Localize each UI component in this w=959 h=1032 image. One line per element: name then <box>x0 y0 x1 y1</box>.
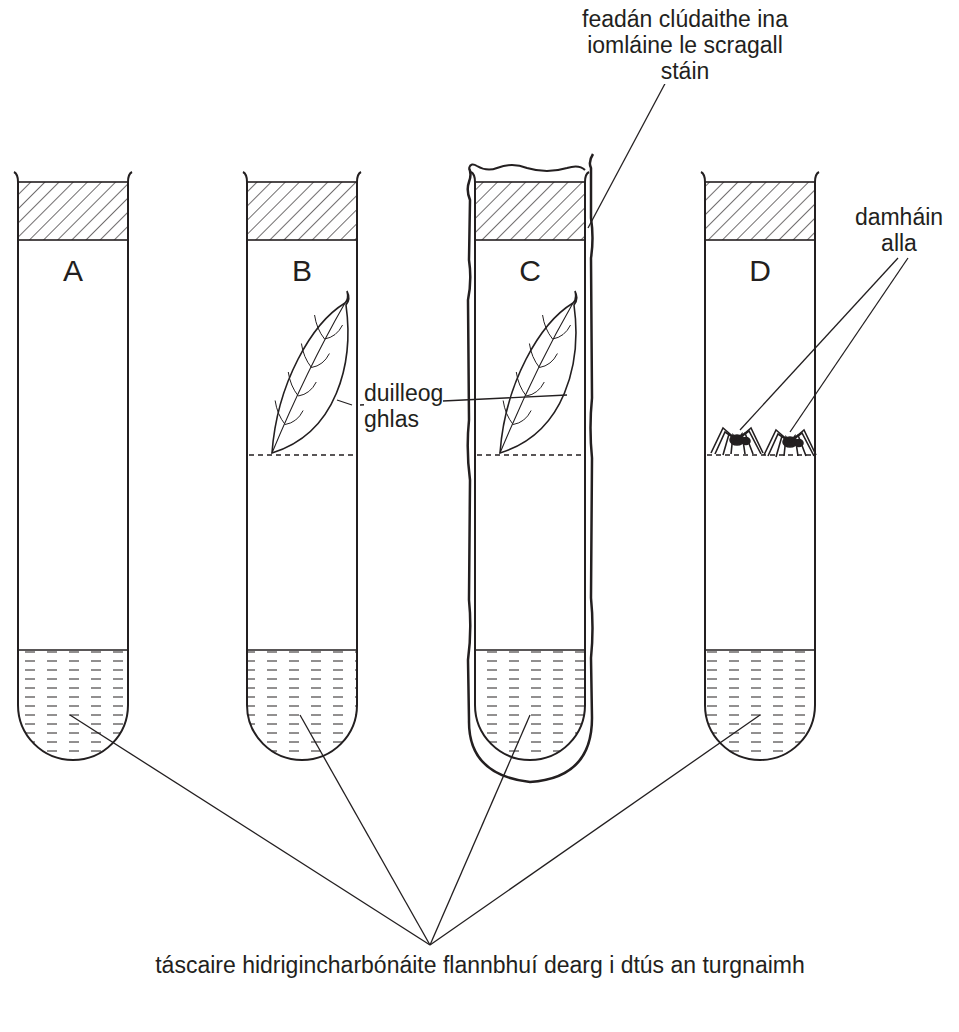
foil-label: feadán clúdaithe ina iomláine le scragal… <box>582 6 788 84</box>
drawing-part <box>790 435 806 456</box>
drawing-part <box>768 434 790 456</box>
drawing-part <box>247 649 357 651</box>
drawing-part <box>737 434 745 454</box>
drawing-part <box>285 411 303 425</box>
drawing-part <box>18 182 128 240</box>
drawing-part <box>272 291 577 453</box>
drawing-part <box>249 454 813 456</box>
drawing-part <box>737 431 761 454</box>
test-tube: C <box>475 240 585 360</box>
drawing-part <box>275 401 285 425</box>
drawing-part <box>315 315 325 339</box>
drawing-part <box>529 344 539 368</box>
label-box: duilleog ghlas <box>364 380 474 432</box>
drawing-part <box>705 182 815 240</box>
tube-letter: A <box>63 254 83 288</box>
drawing-part <box>790 258 908 432</box>
drawing-part <box>500 303 573 453</box>
drawing-part <box>325 325 343 339</box>
tube-letter: D <box>749 254 771 288</box>
drawing-part <box>503 401 513 425</box>
drawing-part <box>701 172 819 760</box>
drawing-part <box>500 291 577 453</box>
test-tube: A <box>18 240 128 360</box>
drawing-part <box>737 433 753 454</box>
drawing-part <box>14 172 819 760</box>
drawing-part <box>731 435 737 454</box>
drawing-part <box>543 315 553 339</box>
drawing-part <box>553 325 571 339</box>
drawing-part <box>776 436 790 457</box>
drawing-part <box>513 411 531 425</box>
drawing-part <box>272 303 345 453</box>
drawing-part <box>300 715 430 945</box>
drawing-part <box>247 182 357 240</box>
drawing-part <box>737 428 763 453</box>
drawing-part <box>249 454 355 456</box>
drawing-part <box>477 454 583 456</box>
label-box: feadán clúdaithe ina iomláine le scragal… <box>575 6 795 84</box>
drawing-part <box>539 354 557 368</box>
tube-letter: C <box>519 254 541 288</box>
leaf-label: duilleog ghlas <box>364 380 443 432</box>
drawing-part <box>469 164 585 171</box>
drawing-part <box>298 382 316 396</box>
drawing-part <box>588 78 668 228</box>
test-tube: B <box>247 240 357 360</box>
drawing-part <box>723 434 737 455</box>
label-box: táscaire hidrigincharbónáite flannbhuí d… <box>120 952 840 978</box>
drawing-part <box>471 172 589 760</box>
drawing-part <box>711 428 816 457</box>
drawing-part <box>288 372 298 396</box>
drawing-part <box>705 649 815 651</box>
drawing-part <box>311 354 329 368</box>
drawing-part <box>790 430 816 455</box>
drawing-part <box>526 382 544 396</box>
drawing-part <box>784 437 790 456</box>
drawing-part <box>70 715 430 945</box>
indicator-label: táscaire hidrigincharbónáite flannbhuí d… <box>155 952 805 978</box>
drawing-part <box>18 649 128 651</box>
drawing-part <box>516 372 526 396</box>
label-box: damháin alla <box>843 204 955 256</box>
test-tube: D <box>705 240 815 360</box>
drawing-part <box>468 154 593 782</box>
drawing-part <box>70 78 908 945</box>
drawing-part <box>475 649 585 651</box>
drawing-part <box>790 436 798 456</box>
drawing-part <box>430 715 760 945</box>
drawing-part <box>715 432 737 454</box>
tube-letter: B <box>292 254 312 288</box>
drawing-part <box>337 400 352 405</box>
drawing-part <box>475 182 585 240</box>
drawing-part <box>790 433 814 456</box>
drawing-part <box>243 172 361 760</box>
drawing-part <box>272 291 349 453</box>
spider-label: damháin alla <box>855 204 943 256</box>
drawing-part <box>301 344 311 368</box>
drawing-part <box>14 172 132 760</box>
